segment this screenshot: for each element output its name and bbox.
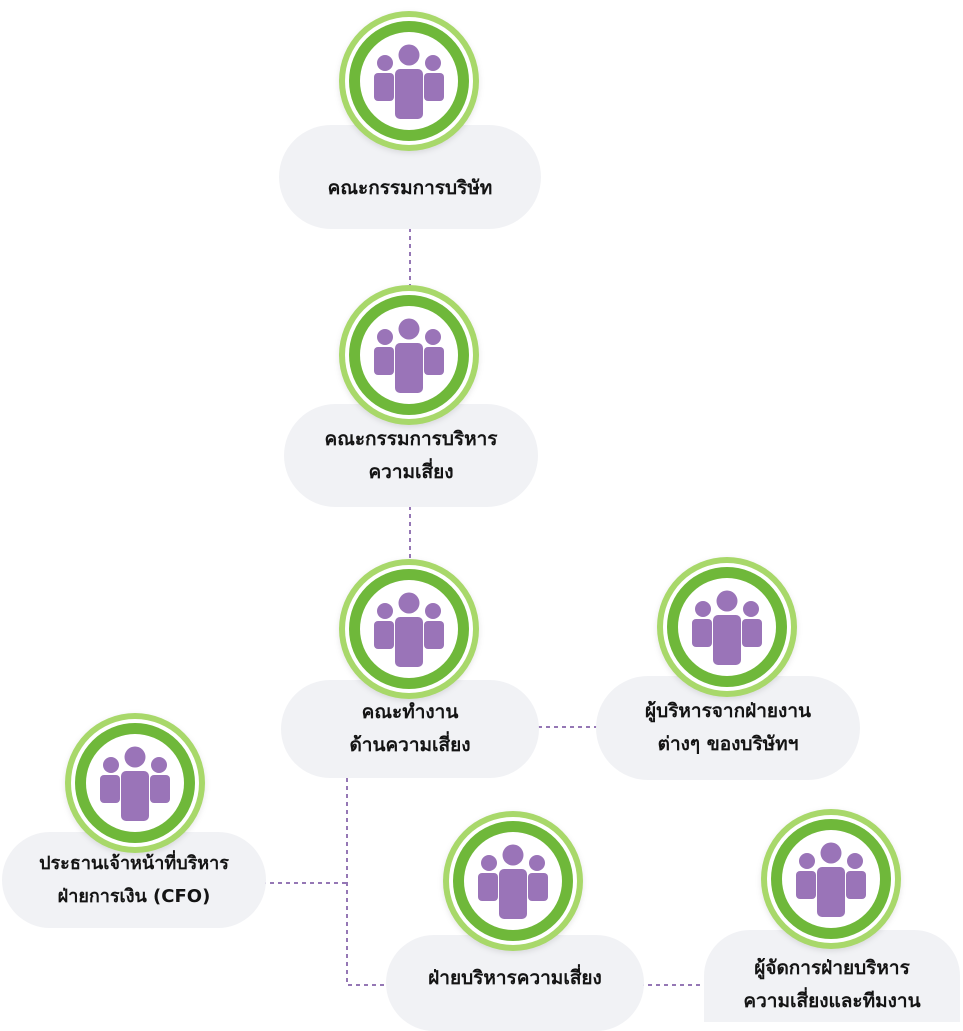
- people-group-icon: [442, 810, 584, 952]
- node-label: ฝ่ายบริหารความเสี่ยง: [428, 966, 602, 989]
- people-group-icon: [656, 556, 798, 698]
- node-pill: ฝ่ายบริหารความเสี่ยง: [386, 935, 644, 1031]
- people-group-icon: [338, 10, 480, 152]
- people-group-icon: [338, 558, 480, 700]
- people-group-icon: [760, 808, 902, 950]
- node-pill: คณะทำงาน ด้านความเสี่ยง: [281, 680, 539, 778]
- node-label: คณะกรรมการบริษัท: [327, 176, 493, 199]
- node-label: ผู้บริหารจากฝ่ายงาน ต่างๆ ของบริษัทฯ: [645, 700, 811, 755]
- node-label: ผู้จัดการฝ่ายบริหาร ความเสี่ยงและทีมงาน: [743, 957, 921, 1012]
- people-group-icon: [64, 712, 206, 854]
- node-label: คณะทำงาน ด้านความเสี่ยง: [349, 701, 471, 756]
- node-label: คณะกรรมการบริหาร ความเสี่ยง: [324, 427, 498, 483]
- connector-working-group-to-risk-dept: [346, 778, 392, 986]
- people-group-icon: [338, 284, 480, 426]
- node-label: ประธานเจ้าหน้าที่บริหาร ฝ่ายการเงิน (CFO…: [39, 853, 229, 907]
- node-pill: คณะกรรมการบริหาร ความเสี่ยง: [284, 404, 538, 507]
